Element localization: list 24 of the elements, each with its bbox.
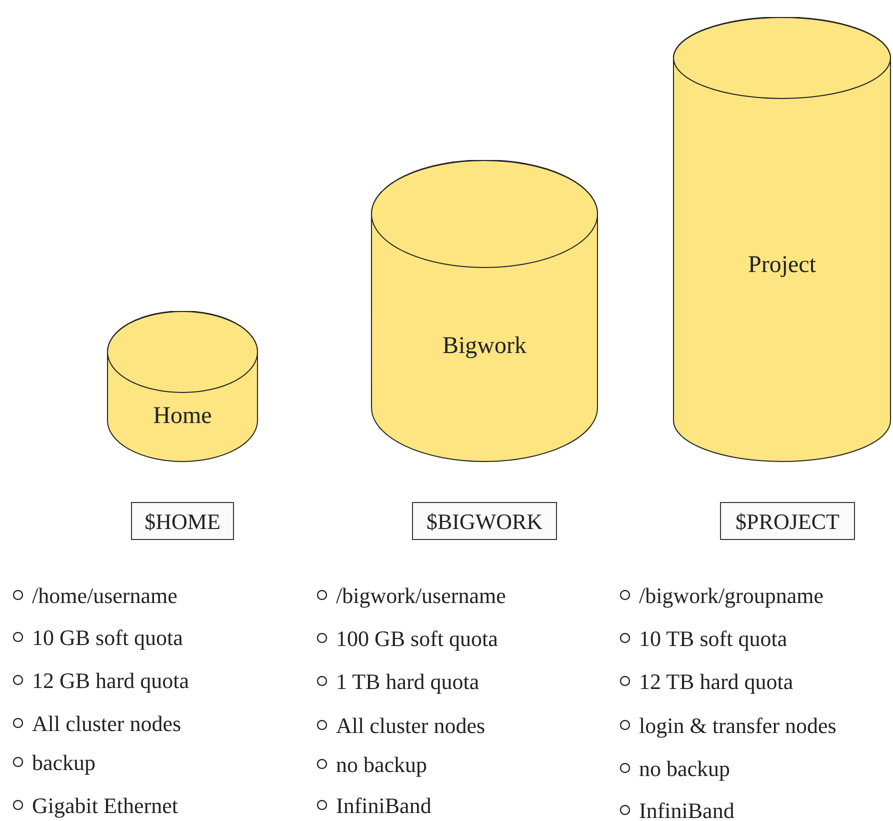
cylinder-label: Project <box>747 253 817 277</box>
list-item: login & transfer nodes <box>639 712 836 740</box>
list-item: 100 GB soft quota <box>336 624 498 653</box>
list-item: 12 TB hard quota <box>639 668 794 696</box>
list-item: 10 GB soft quota <box>32 624 183 652</box>
variable-box: $PROJECT <box>720 502 855 540</box>
list-item: InfiniBand <box>639 796 734 821</box>
list-item: /home/username <box>32 582 178 610</box>
list-item: 1 TB hard quota <box>336 668 480 696</box>
cylinder-label: Home <box>152 404 213 428</box>
list-item: All cluster nodes <box>336 712 486 740</box>
list-item: backup <box>32 748 96 777</box>
list-item: Gigabit Ethernet <box>32 792 178 820</box>
variable-box: $HOME <box>131 502 234 540</box>
list-item: no backup <box>336 750 428 779</box>
variable-box: $BIGWORK <box>412 502 557 540</box>
cylinder-label: Bigwork <box>442 334 528 358</box>
list-item: All cluster nodes <box>32 710 182 738</box>
list-item: /bigwork/username <box>336 582 506 610</box>
list-item: no backup <box>639 754 730 783</box>
list-item: InfiniBand <box>336 792 432 820</box>
list-item: 12 GB hard quota <box>32 666 190 695</box>
list-item: 10 TB soft quota <box>639 624 788 653</box>
list-item: /bigwork/groupname <box>639 582 824 610</box>
